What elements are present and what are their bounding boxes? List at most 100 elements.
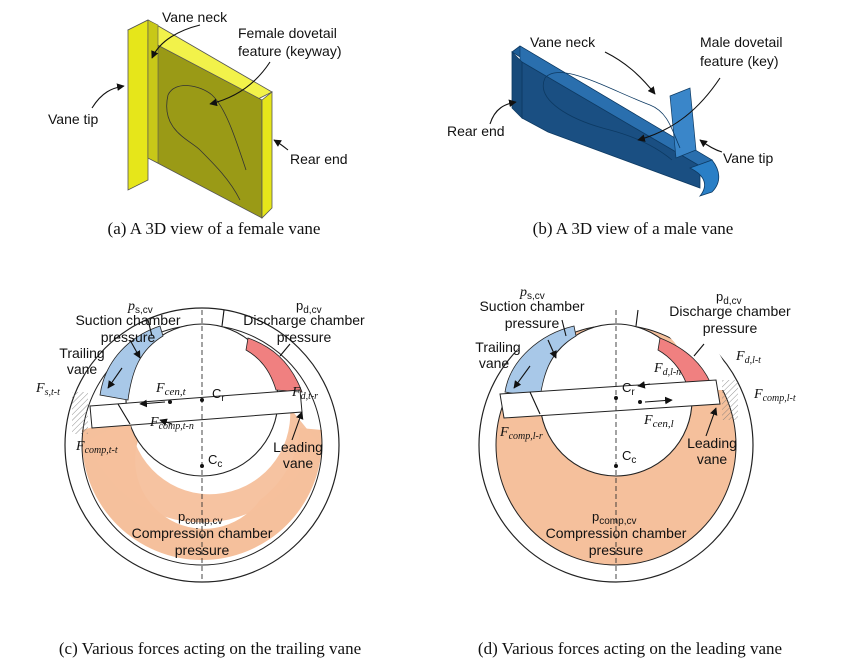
c-fd-label: Fd,t-r xyxy=(291,385,318,402)
c-leading-1: Leading xyxy=(273,439,323,455)
c-point-cen xyxy=(168,400,172,404)
d-cr-label: Cr xyxy=(622,380,635,398)
a-vane-neck-arrow xyxy=(151,24,201,59)
panel-b-male-vane: Vane neck Male dovetail feature (key) Re… xyxy=(447,34,783,238)
a-female-label-1: Female dovetail xyxy=(238,25,337,41)
c-fcen-label: Fcen,t xyxy=(155,381,187,398)
d-cc-label: Cc xyxy=(622,448,636,466)
b-rear-end-label: Rear end xyxy=(447,123,505,139)
a-vane-tip-arrow xyxy=(91,83,125,109)
c-leading-arrow xyxy=(291,411,304,441)
d-suction-arrow xyxy=(547,339,557,359)
c-trailing-2: vane xyxy=(67,361,98,377)
c-comp-1: Compression chamber xyxy=(132,525,273,541)
c-trailing-1: Trailing xyxy=(59,345,104,361)
b-caption: (b) A 3D view of a male vane xyxy=(533,219,734,238)
c-point-cr xyxy=(200,398,204,402)
d-discharge-1: Discharge chamber xyxy=(669,303,791,319)
b-vane-neck-arrow xyxy=(604,51,656,95)
d-leading-1: Leading xyxy=(687,435,737,451)
c-leading-2: vane xyxy=(283,455,314,471)
d-fcen-label: Fcen,l xyxy=(643,413,674,430)
d-discharge-2: pressure xyxy=(703,320,758,336)
d-point-cen xyxy=(638,400,642,404)
c-cr-label: Cr xyxy=(212,386,225,404)
a-vane-tip-label: Vane tip xyxy=(48,111,99,127)
c-ring-tick-2 xyxy=(221,309,225,327)
b-vane-tip-label: Vane tip xyxy=(723,150,774,166)
c-discharge-chamber xyxy=(245,337,303,393)
a-female-label-2: feature (keyway) xyxy=(238,43,341,59)
c-caption: (c) Various forces acting on the trailin… xyxy=(59,639,361,658)
d-trailing-2: vane xyxy=(479,355,510,371)
b-male-arrow xyxy=(637,77,721,142)
c-suction-arrow xyxy=(129,339,141,359)
c-discharge-2: pressure xyxy=(277,329,332,345)
c-cc-label: Cc xyxy=(208,452,222,470)
c-fs-label: Fs,t-t xyxy=(35,381,60,398)
d-ring-tick-3 xyxy=(693,343,705,357)
d-fdln-arrow xyxy=(637,381,651,389)
female-vane-neck xyxy=(147,19,159,164)
male-vane-rear-end xyxy=(511,51,523,119)
female-vane-rear-end xyxy=(261,91,273,219)
c-ring-tick-1 xyxy=(147,319,153,337)
b-male-label-2: feature (key) xyxy=(700,53,779,69)
d-ps-label: ps,cv xyxy=(519,285,545,302)
c-suction-2: pressure xyxy=(101,329,156,345)
d-vane-split xyxy=(529,391,541,415)
c-pd-label: pd,cv xyxy=(296,298,322,316)
d-fdln-label: Fd,l-n xyxy=(653,361,681,378)
c-fcomp-t-label: Fcomp,t-t xyxy=(75,439,118,456)
d-ring-tick-2 xyxy=(635,309,639,327)
c-fcomp-n-label: Fcomp,t-n xyxy=(149,415,194,432)
d-suction-chamber xyxy=(504,325,577,399)
c-suction-chamber xyxy=(99,325,164,401)
b-vane-neck-label: Vane neck xyxy=(530,34,596,50)
d-point-cc xyxy=(614,464,618,468)
c-comp-2: pressure xyxy=(175,542,230,558)
c-suction-1: Suction chamber xyxy=(75,312,180,328)
c-fcomp-n-arrow xyxy=(159,418,173,426)
d-hatch-right xyxy=(722,380,738,420)
d-upper-clear xyxy=(500,296,734,392)
c-pcomp-label: pcomp,cv xyxy=(178,509,222,527)
a-rear-end-arrow xyxy=(273,139,289,151)
panel-a-female-vane: Vane neck Female dovetail feature (keywa… xyxy=(48,9,348,238)
d-fcomplr-label: Fcomp,l-r xyxy=(499,425,543,442)
d-fcen-arrow xyxy=(644,396,673,405)
d-leading-arrow xyxy=(705,407,718,437)
c-compression-chamber xyxy=(82,420,322,550)
c-fcen-arrow xyxy=(139,399,166,408)
d-suction-1: Suction chamber xyxy=(479,298,584,314)
a-female-arrow xyxy=(209,61,271,107)
c-ps-label: ps,cv xyxy=(127,299,153,316)
panel-d-leading-vane: ps,cv Suction chamber pressure pd,cv Dis… xyxy=(475,285,796,658)
d-pcomp-label: pcomp,cv xyxy=(592,509,636,527)
panel-c-trailing-vane: ps,cv Suction chamber pressure pd,cv Dis… xyxy=(35,298,365,658)
b-vane-tip-arrow xyxy=(699,139,723,153)
a-vane-neck-label: Vane neck xyxy=(162,9,228,25)
c-trailing-arrow xyxy=(107,367,123,389)
female-keyway-curve-2 xyxy=(167,85,247,171)
d-caption: (d) Various forces acting on the leading… xyxy=(478,639,782,658)
male-key-curve xyxy=(544,72,681,149)
c-ring-tick-3 xyxy=(279,343,291,357)
d-fcomplt-label: Fcomp,l-t xyxy=(753,387,796,404)
female-vane-tip-strip xyxy=(127,19,149,191)
b-rear-end-arrow xyxy=(489,99,517,125)
d-ring-tick-1 xyxy=(561,319,567,337)
d-leading-2: vane xyxy=(697,451,728,467)
d-suction-2: pressure xyxy=(505,315,560,331)
a-caption: (a) A 3D view of a female vane xyxy=(108,219,321,238)
a-rear-end-label: Rear end xyxy=(290,151,348,167)
d-fdlt-label: Fd,l-t xyxy=(735,349,761,366)
d-comp-1: Compression chamber xyxy=(546,525,687,541)
female-keyway-curve xyxy=(166,94,241,201)
c-hatch-left xyxy=(72,392,88,434)
male-key-curve-2 xyxy=(542,77,673,161)
c-vane-split xyxy=(117,403,131,425)
b-male-label-1: Male dovetail xyxy=(700,34,783,50)
c-compression-region xyxy=(88,408,316,523)
c-discharge-1: Discharge chamber xyxy=(243,312,365,328)
